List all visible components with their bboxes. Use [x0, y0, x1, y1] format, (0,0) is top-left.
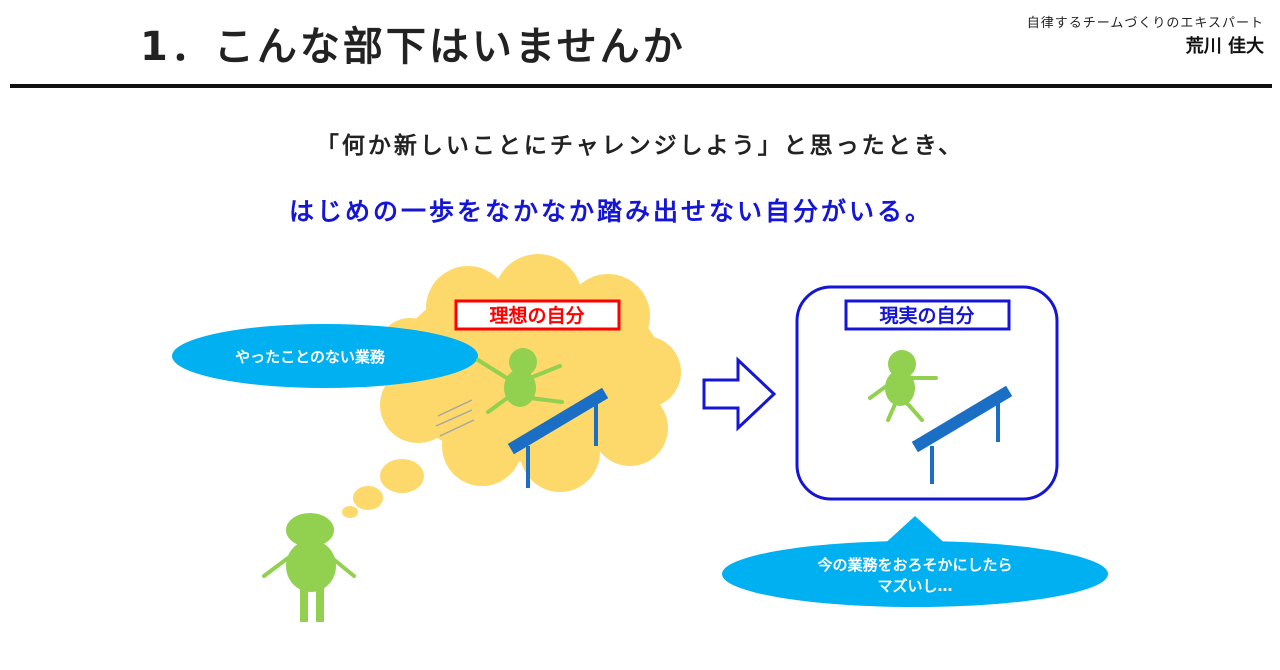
author-name: 荒川 佳大 — [1185, 36, 1264, 57]
stumbling-figure — [868, 350, 938, 422]
reality-label: 現実の自分 — [879, 304, 974, 327]
left-bubble-text: やったことのない業務 — [235, 348, 386, 366]
bottom-speech-bubble — [722, 516, 1108, 607]
ideal-label: 理想の自分 — [489, 304, 584, 327]
speed-lines — [435, 399, 475, 437]
page-title: 1．こんな部下はいませんか — [140, 24, 686, 70]
standing-figure — [262, 513, 356, 622]
right-arrow-icon — [702, 356, 777, 432]
message-line-2: はじめの一歩をなかなか踏み出せない自分がいる。 — [288, 197, 933, 226]
author-subtitle: 自律するチームづくりのエキスパート — [1026, 16, 1264, 31]
ideal-label-box — [454, 299, 621, 331]
header-divider — [10, 84, 1272, 88]
ideal-hurdle — [507, 387, 609, 488]
reality-label-box — [844, 299, 1011, 331]
left-speech-bubble — [172, 324, 478, 388]
thought-dots — [342, 459, 424, 518]
message-line-1: 「何か新しいことにチャレンジしよう」と思ったとき、 — [315, 133, 965, 159]
bottom-bubble-text-1: 今の業務をおろそかにしたら — [816, 556, 1012, 574]
jumping-figure — [476, 348, 564, 414]
reality-hurdle — [911, 385, 1013, 484]
bottom-bubble-text-2: マズいし… — [877, 577, 952, 595]
reality-frame — [795, 285, 1059, 501]
